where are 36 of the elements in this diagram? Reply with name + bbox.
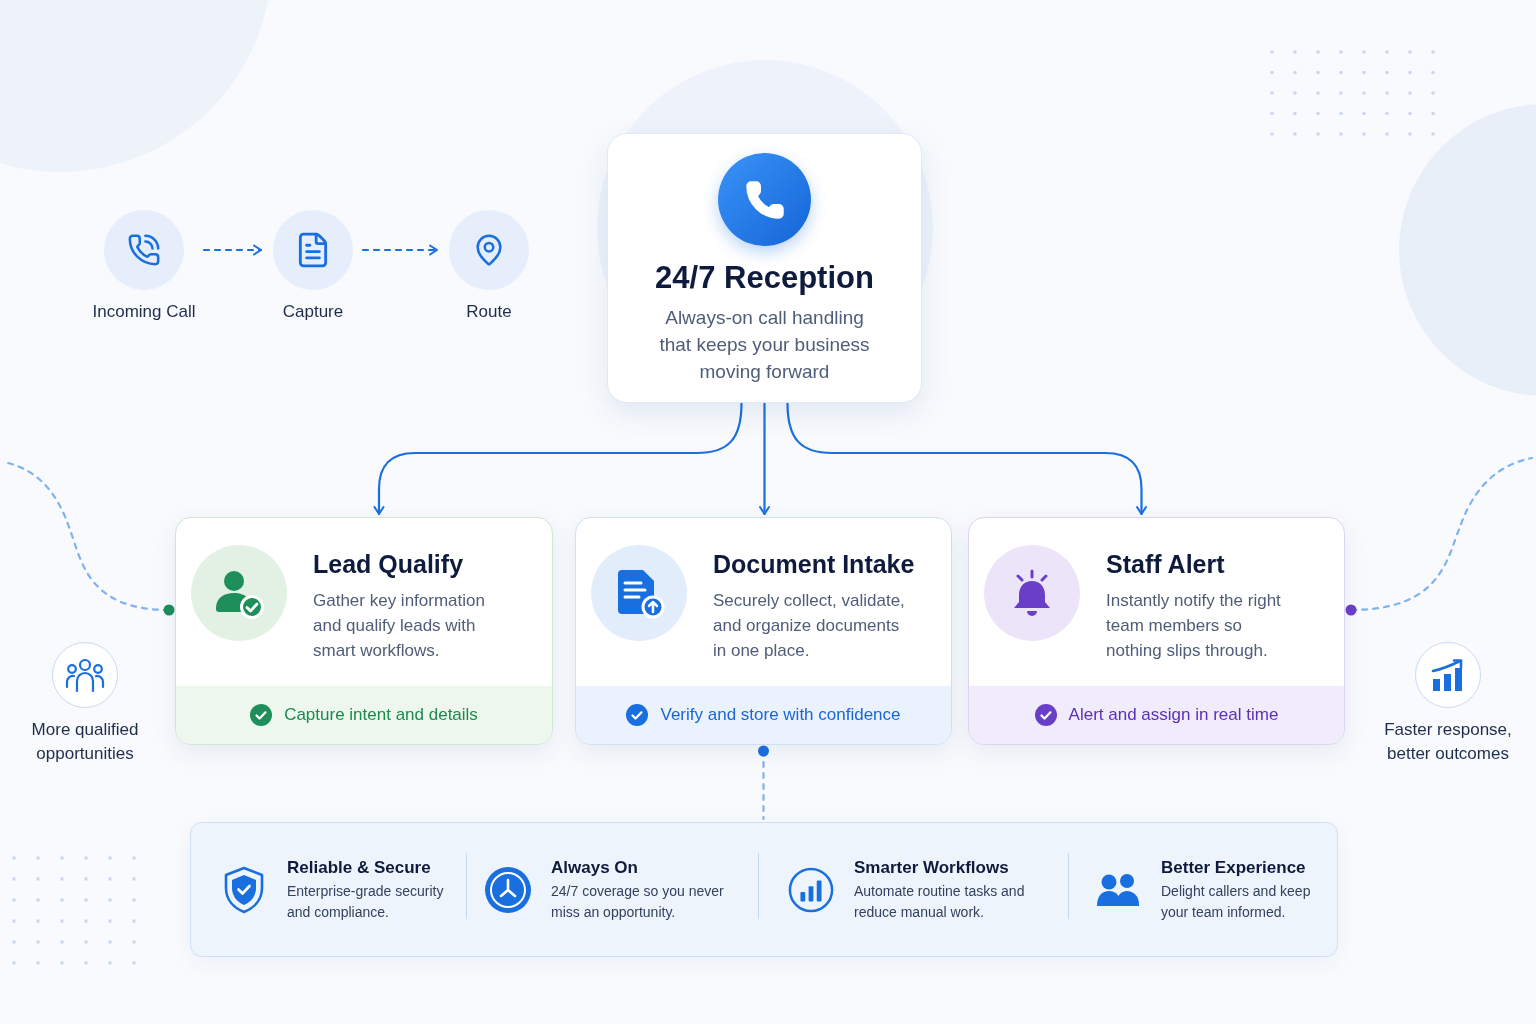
card-description: Instantly notify the right team members so nothing slips through. xyxy=(1106,590,1282,662)
arrow xyxy=(202,244,263,256)
outcome-label: Faster response, better outcomes xyxy=(1383,719,1513,765)
connector-line xyxy=(1345,456,1534,616)
benefits-panel xyxy=(190,822,1338,957)
card-title: Document Intake xyxy=(713,549,916,580)
feature-description: 24/7 coverage so you never miss an opportunity. xyxy=(551,882,725,922)
step-label: Route xyxy=(466,301,512,323)
feature-card xyxy=(575,517,952,745)
feature-description: Enterprise-grade security and compliance. xyxy=(287,882,445,922)
connector-line xyxy=(758,745,769,821)
card-description: Securely collect, validate, and organize documents in one place. xyxy=(713,590,906,662)
arrow xyxy=(361,244,439,256)
arrow xyxy=(373,401,743,516)
footer-text: Verify and store with confidence xyxy=(660,704,901,726)
arrow xyxy=(759,401,770,516)
footer-text: Capture intent and details xyxy=(284,704,478,726)
step-label: Incoming Call xyxy=(92,301,196,323)
step-label: Capture xyxy=(282,301,344,323)
feature-description: Delight callers and keep your team informed. xyxy=(1161,882,1312,922)
feature-card xyxy=(968,517,1345,745)
card-description: Always-on call handling that keeps your business moving forward xyxy=(658,306,871,384)
footer-text: Alert and assign in real time xyxy=(1068,704,1279,726)
feature-title: Always On xyxy=(551,857,639,879)
arrow xyxy=(786,401,1147,516)
card-title: 24/7 Reception xyxy=(655,260,874,296)
feature-card xyxy=(175,517,553,745)
reception-card xyxy=(607,133,922,403)
card-description: Gather key information and qualify leads with smart workflows. xyxy=(313,590,486,662)
outcome-label: More qualified opportunities xyxy=(30,719,140,765)
feature-title: Better Experience xyxy=(1161,857,1307,879)
card-title: Staff Alert xyxy=(1106,549,1226,580)
card-title: Lead Qualify xyxy=(313,549,465,580)
feature-title: Smarter Workflows xyxy=(854,857,1010,879)
feature-title: Reliable & Secure xyxy=(287,857,432,879)
feature-description: Automate routine tasks and reduce manual work. xyxy=(854,882,1026,922)
